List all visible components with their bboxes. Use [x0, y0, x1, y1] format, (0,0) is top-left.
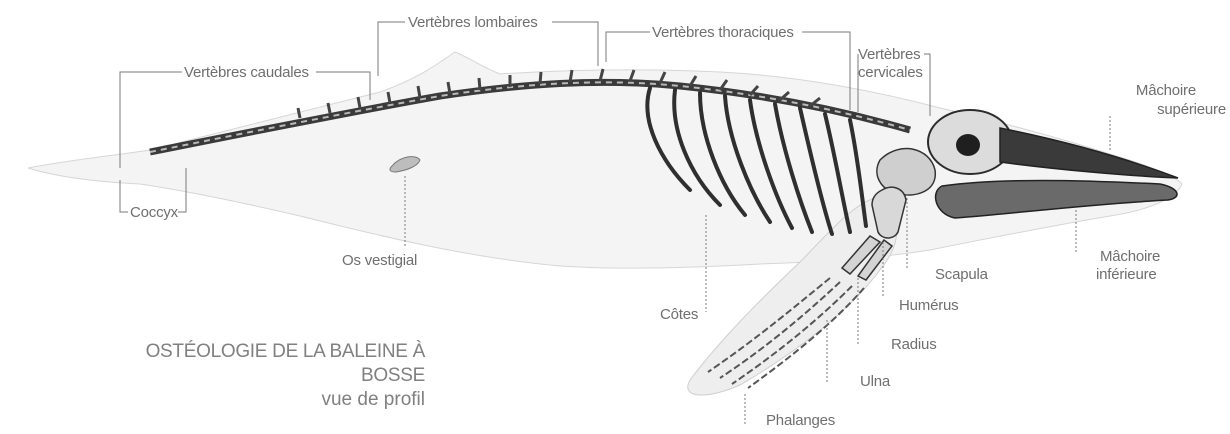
label-scapula: Scapula	[935, 266, 988, 283]
label-os-vestigial: Os vestigial	[342, 252, 417, 269]
label-ulna: Ulna	[860, 373, 890, 390]
label-vertebres-lombaires: Vertèbres lombaires	[408, 14, 538, 31]
label-coccyx: Coccyx	[130, 204, 178, 221]
label-cotes: Côtes	[660, 306, 698, 323]
label-vertebres-thoraciques: Vertèbres thoraciques	[652, 24, 794, 41]
skull	[928, 110, 1178, 178]
label-humerus: Humérus	[899, 297, 958, 314]
diagram-title: OSTÉOLOGIE DE LA BALEINE À BOSSE	[140, 340, 425, 388]
title-block: OSTÉOLOGIE DE LA BALEINE À BOSSE vue de …	[140, 340, 425, 412]
label-machoire-superieure-line2: supérieure	[1110, 101, 1226, 118]
label-machoire-superieure-line1: Mâchoire	[1110, 82, 1196, 99]
label-machoire-inferieure-line2: inférieure	[1096, 266, 1157, 283]
label-vertebres-caudales: Vertèbres caudales	[184, 64, 309, 81]
label-machoire-inferieure-line1: Mâchoire	[1100, 248, 1160, 265]
label-phalanges: Phalanges	[766, 412, 835, 429]
diagram-subtitle: vue de profil	[140, 388, 425, 412]
label-radius: Radius	[891, 336, 937, 353]
label-vertebres-cervicales-line2: cervicales	[858, 64, 923, 81]
label-vertebres-cervicales-line1: Vertèbres	[858, 46, 920, 63]
